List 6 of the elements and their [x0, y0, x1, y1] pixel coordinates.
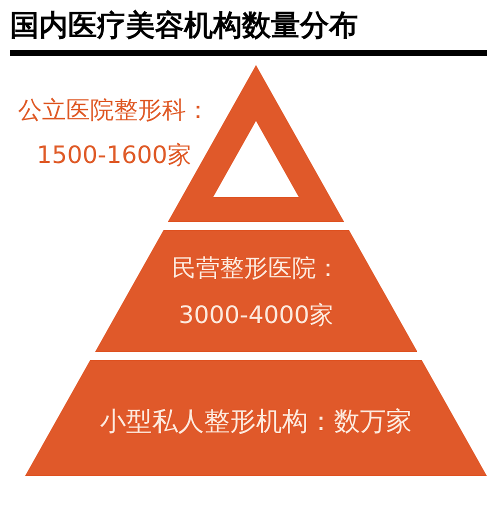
- tier-label: 小型私人整形机构：数万家: [100, 409, 412, 435]
- tier-label: 3000-4000家: [178, 302, 334, 326]
- tier-label: 民营整形医院：: [172, 256, 340, 280]
- tier-label: 1500-1600家: [36, 143, 192, 167]
- tier-label: 公立医院整形科：: [18, 98, 210, 122]
- chart-title: 国内医疗美容机构数量分布: [10, 8, 358, 42]
